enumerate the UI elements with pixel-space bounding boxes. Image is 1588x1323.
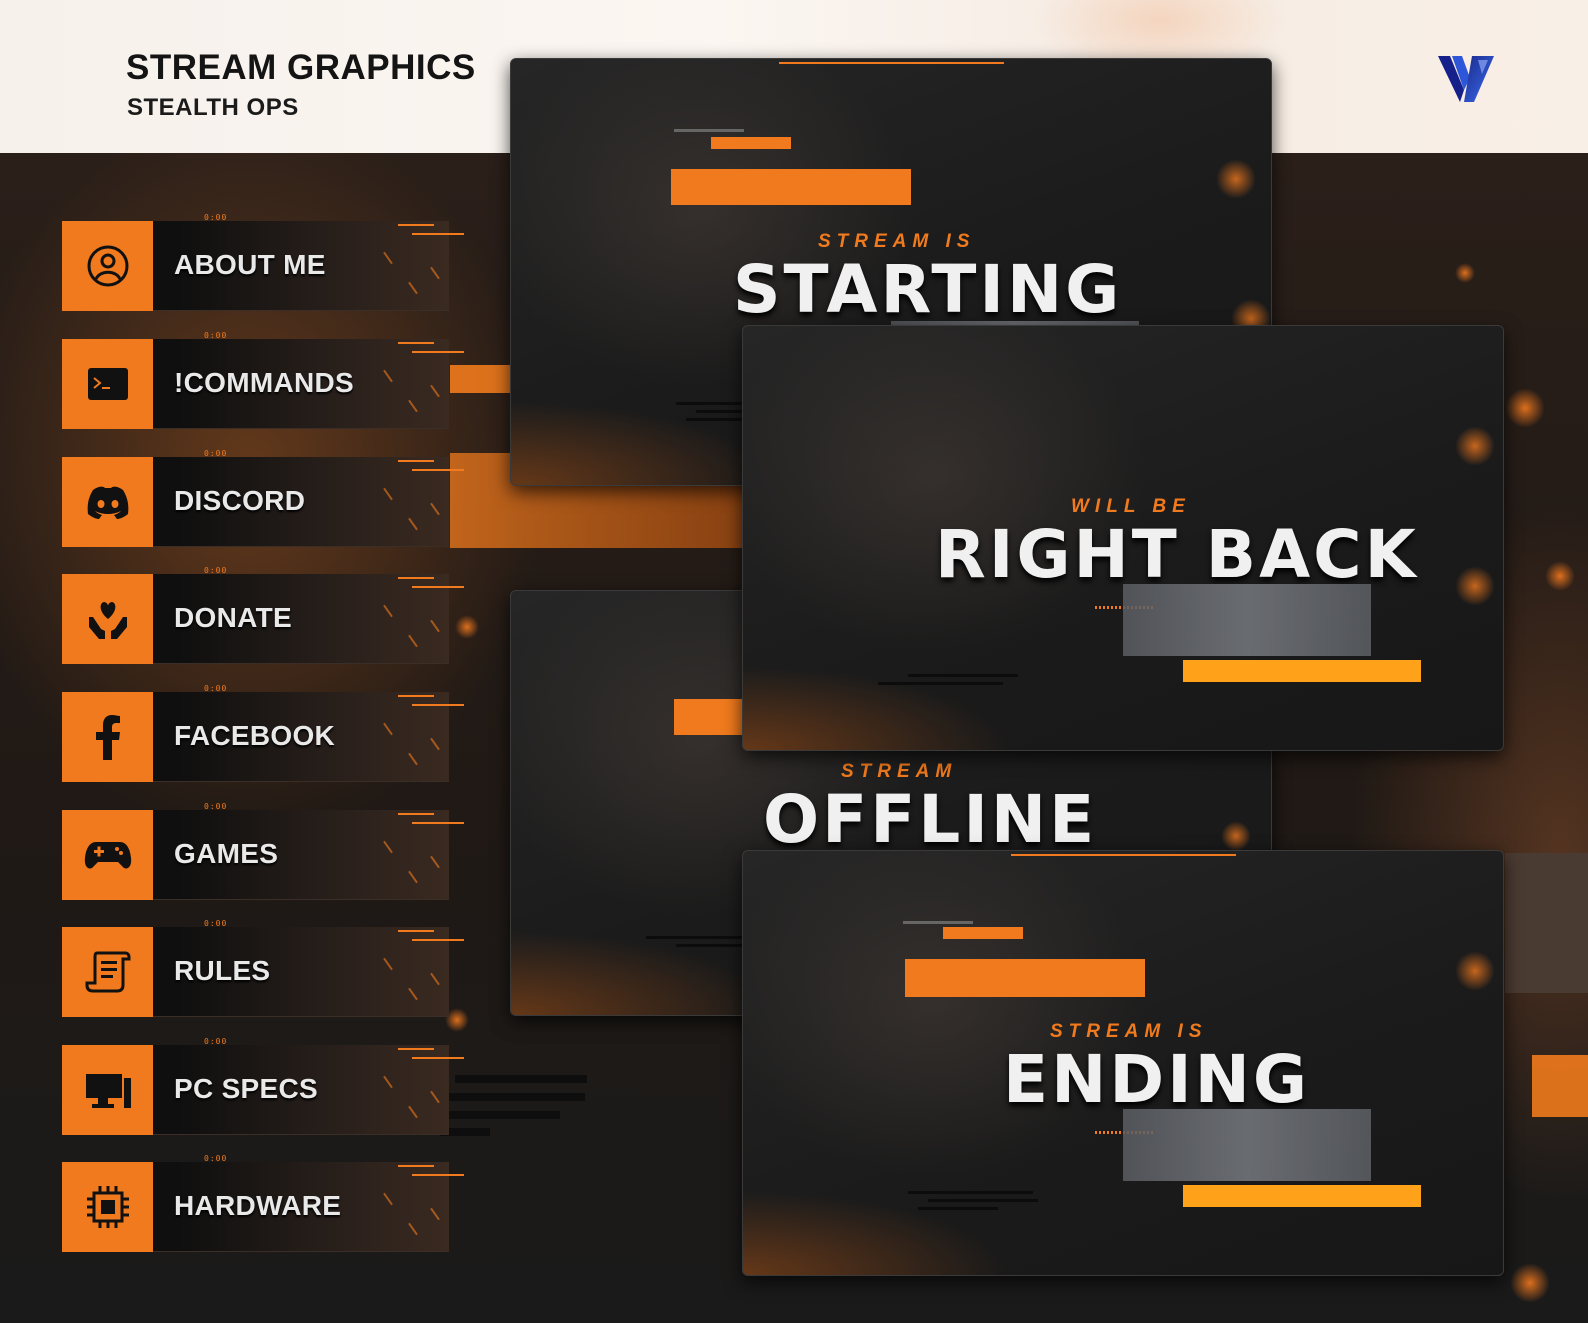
chip-icon [86,1186,129,1228]
decor-glow [455,615,479,639]
decor-glow [1455,263,1475,283]
panel-tag: 0:00 [204,919,228,928]
panel-tag: 0:00 [204,331,228,340]
page-subtitle: STEALTH OPS [127,94,299,121]
screen-right-back: WILL BE RIGHT BACK [742,325,1504,751]
decor-streak [1505,853,1588,993]
decor-glow [1545,561,1575,591]
panel-label: !COMMANDS [174,367,355,398]
discord-icon [87,486,128,519]
panel-discord: 0:00 DISCORD [62,449,464,547]
panel-icon-box [62,927,153,1017]
v-logo-icon [1438,56,1494,102]
decor-streak [450,365,520,393]
panel-pc-specs: 0:00 PC SPECS [62,1037,464,1135]
user-icon [87,245,128,287]
panel-label: DISCORD [174,485,306,516]
screen-title: STARTING [733,251,1123,328]
panel-icon-box [62,1162,153,1252]
panel-tag: 0:00 [204,566,228,575]
panel-about-me: 0:00 ABOUT ME [62,213,464,311]
scroll-icon [85,951,130,993]
facebook-icon [95,715,120,760]
panel-hardware: 0:00 HARDWARE [62,1154,464,1252]
screen-kicker: STREAM IS [1050,1021,1208,1042]
panel-label: DONATE [174,602,292,633]
panel-facebook: 0:00 FACEBOOK [62,684,464,782]
panel-icon-box [62,457,153,547]
panel-games: 0:00 GAMES [62,802,464,900]
panel-icon-box [62,692,153,782]
panel-icon-box [62,339,153,429]
panel-label: RULES [174,955,271,986]
screen-title: OFFLINE [763,781,1098,858]
panel-icon-box [62,1045,153,1135]
panel-tag: 0:00 [204,684,228,693]
panel-tag: 0:00 [204,213,228,222]
terminal-icon [87,368,128,400]
screen-kicker: WILL BE [1071,496,1191,517]
panel-label: GAMES [174,838,279,869]
panel-tag: 0:00 [204,1037,228,1046]
screen-kicker: STREAM IS [818,231,976,252]
panel-commands: 0:00 !COMMANDS [62,331,464,429]
decor-glow [1510,1263,1550,1303]
screen-title: ENDING [1003,1041,1311,1118]
screen-title: RIGHT BACK [935,516,1419,593]
monitor-icon [85,1074,131,1108]
panel-label: PC SPECS [174,1073,318,1104]
decor-glow [1505,388,1545,428]
panel-label: HARDWARE [174,1190,342,1221]
page-title: STREAM GRAPHICS [126,48,476,87]
panel-tag: 0:00 [204,449,228,458]
decor-streak [1532,1055,1588,1117]
panel-icon-box [62,574,153,664]
panel-icon-box [62,810,153,900]
gamepad-icon [84,842,131,869]
panel-donate: 0:00 DONATE [62,566,464,664]
panel-rules: 0:00 RULES [62,919,464,1017]
heart-hands-icon [88,602,127,639]
panel-label: FACEBOOK [174,720,336,751]
decor-bar [430,1111,560,1119]
screen-ending: STREAM IS ENDING [742,850,1504,1276]
decor-bar [440,1093,585,1101]
decor-glow [445,1008,469,1032]
panel-label: ABOUT ME [174,249,326,280]
screen-kicker: STREAM [841,761,958,782]
panel-tag: 0:00 [204,1154,228,1163]
decor-bar [440,1128,490,1136]
panel-tag: 0:00 [204,802,228,811]
decor-bar [455,1075,587,1083]
panel-icon-box [62,221,153,311]
